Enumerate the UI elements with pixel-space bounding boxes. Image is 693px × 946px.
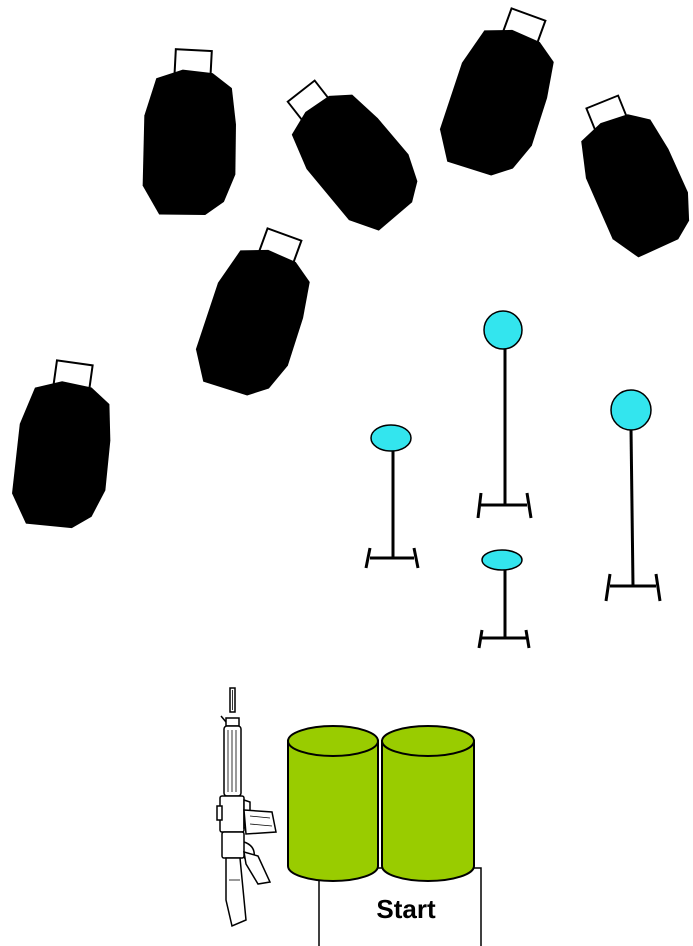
- rifle-icon: [216, 687, 277, 928]
- steel-popper-icon: [604, 389, 662, 602]
- steel-popper-icon: [477, 549, 531, 649]
- rifle: [216, 687, 277, 928]
- paper-target-2: [265, 62, 436, 244]
- barrel-2: [381, 725, 475, 882]
- barrel-1: [287, 725, 379, 882]
- silhouette-target-icon: [183, 217, 331, 408]
- steel-target-3: [477, 549, 531, 649]
- silhouette-target-icon: [138, 46, 243, 220]
- silhouette-target-icon: [5, 355, 124, 535]
- barrel-icon: [381, 725, 475, 882]
- steel-target-2: [476, 310, 533, 519]
- steel-popper-icon: [476, 310, 533, 519]
- silhouette-target-icon: [427, 0, 575, 188]
- steel-target-4: [604, 389, 662, 602]
- paper-target-5: [183, 217, 331, 408]
- paper-target-3: [427, 0, 575, 188]
- paper-target-4: [560, 83, 693, 266]
- silhouette-target-icon: [560, 83, 693, 266]
- paper-target-6: [5, 355, 124, 535]
- start-label: Start: [376, 894, 436, 924]
- silhouette-target-icon: [265, 62, 436, 244]
- paper-target-1: [138, 46, 243, 220]
- steel-popper-icon: [364, 424, 420, 569]
- steel-target-1: [364, 424, 420, 569]
- barrel-icon: [287, 725, 379, 882]
- start-box: Start: [318, 867, 482, 946]
